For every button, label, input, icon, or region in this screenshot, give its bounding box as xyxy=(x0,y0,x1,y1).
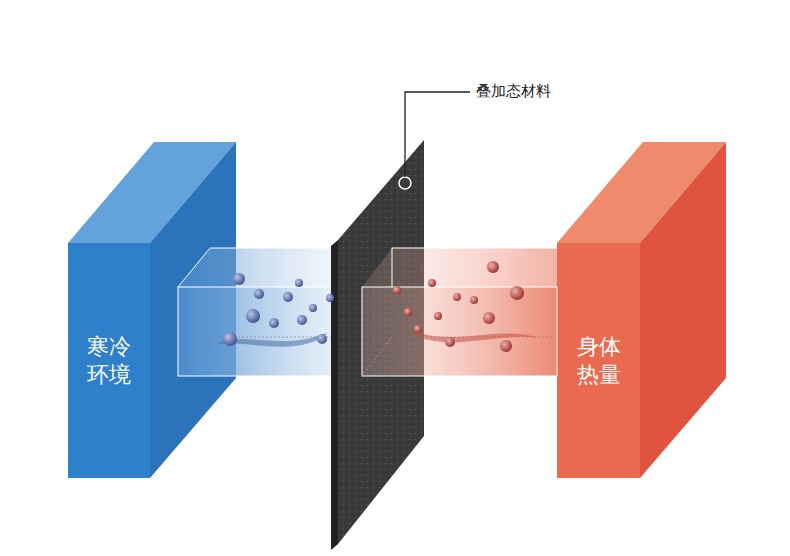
cold-particle xyxy=(254,289,264,299)
heat-particle xyxy=(510,286,524,300)
heat-particle xyxy=(393,286,401,294)
cold-particle xyxy=(283,292,293,302)
cold-particle xyxy=(326,294,334,302)
heat-particle xyxy=(500,340,512,352)
cold-particle xyxy=(295,279,303,287)
cold-particle xyxy=(317,334,327,344)
block-label: 身体 热量 xyxy=(573,333,624,388)
heat-particle xyxy=(445,337,455,347)
heat-particle xyxy=(487,261,499,273)
cold-particle xyxy=(246,309,260,323)
cold-particle xyxy=(309,304,317,312)
heat-particle xyxy=(470,296,478,304)
cold-environment-block: 寒冷 环境 xyxy=(68,243,150,478)
heat-particle xyxy=(428,279,436,287)
cold-particle xyxy=(223,332,237,346)
heat-particle xyxy=(404,308,412,316)
body-heat-block: 身体 热量 xyxy=(557,243,640,478)
heat-particle xyxy=(453,293,461,301)
block-label: 寒冷 环境 xyxy=(84,333,135,388)
callout-label: 叠加态材料 xyxy=(476,82,551,101)
cold-particle xyxy=(269,318,279,328)
heat-particle xyxy=(414,325,422,333)
heat-particle xyxy=(483,312,495,324)
cold-particle xyxy=(233,273,245,285)
heat-particle xyxy=(434,312,442,320)
cold-particle xyxy=(297,315,307,325)
